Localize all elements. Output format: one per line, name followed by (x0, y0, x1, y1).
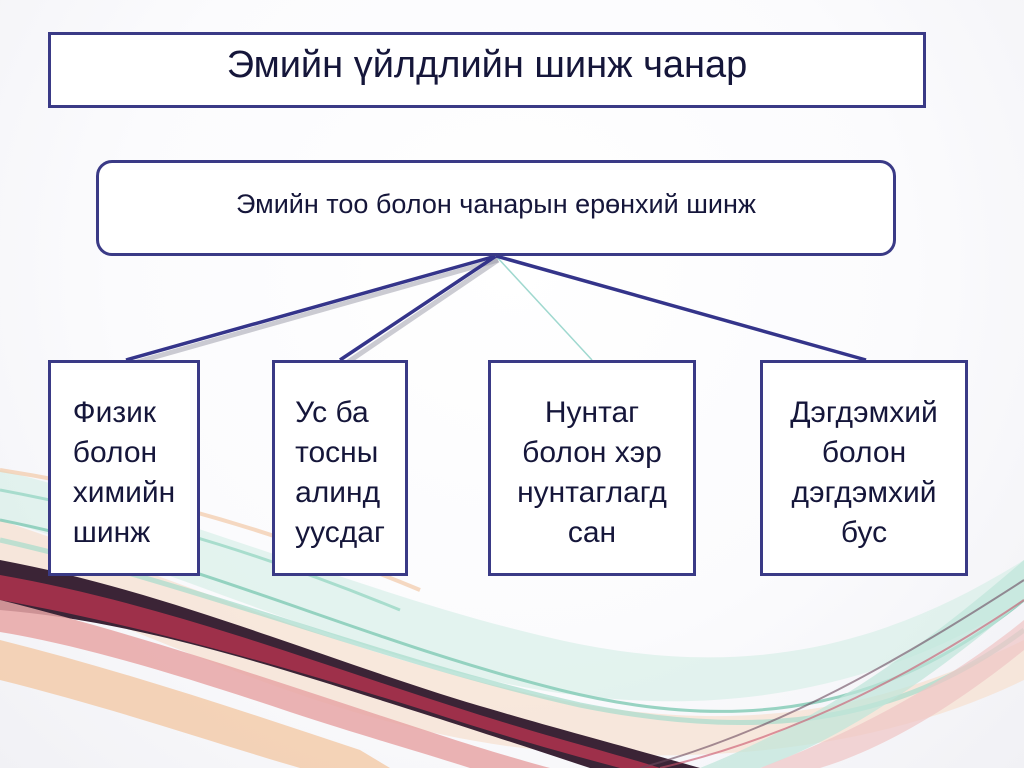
connector-child-1 (125, 254, 497, 362)
child-node-label: Дэгдэмхий болон дэгдэмхий бус (790, 396, 938, 549)
child-node-label: Физик болон химийн шинж (72, 396, 176, 549)
wave-ribbon-peach (0, 640, 390, 768)
slide-title: Эмийн үйлдлийн шинж чанар (226, 43, 748, 86)
wave-ribbon-dark (0, 560, 700, 768)
wave-ribbon-red (0, 575, 660, 768)
child-node-label: Нунтаг болон хэр нунтаглагд сан (517, 396, 667, 549)
slide-title-box: Эмийн үйлдлийн шинж чанар (48, 32, 926, 108)
connector-child-2 (339, 254, 497, 362)
wave-right-red-line (659, 599, 1024, 768)
wave-line-green-2 (0, 537, 1024, 725)
diagram-child-node-1: Физик болон химийн шинж (48, 360, 200, 576)
connector-shadow-2 (343, 257, 500, 367)
connector-child-3 (495, 255, 593, 361)
diagram-child-node-2: Ус ба тосны алинд уусдаг (272, 360, 408, 576)
wave-ribbon-pink (0, 600, 550, 768)
diagram-child-node-4: Дэгдэмхий болон дэгдэмхий бус (760, 360, 968, 576)
parent-node-label: Эмийн тоо болон чанарын ерөнхий шинж (236, 188, 756, 219)
diagram-parent-node: Эмийн тоо болон чанарын ерөнхий шинж (96, 160, 896, 256)
child-node-label: Ус ба тосны алинд уусдаг (295, 396, 385, 549)
wave-right-dark-line (639, 579, 1024, 768)
connector-shadow-1 (129, 257, 499, 367)
connector-child-4 (495, 254, 867, 362)
diagram-child-node-3: Нунтаг болон хэр нунтаглагд сан (488, 360, 696, 576)
wave-band-pale-green (0, 470, 1024, 702)
